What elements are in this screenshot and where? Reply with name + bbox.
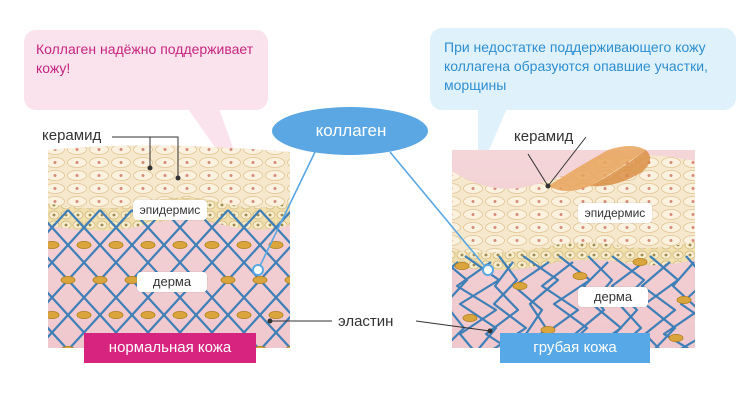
collagen-fiber <box>662 261 695 348</box>
elastin-bead <box>204 240 220 249</box>
elastin-bead <box>268 240 284 249</box>
elastin-bead <box>204 310 220 319</box>
ceramide-label-right: керамид <box>514 128 574 145</box>
elastin-bead <box>172 310 188 319</box>
elastin-bead <box>268 310 284 319</box>
dermis-tag-right: дерма <box>578 287 648 307</box>
elastin-bead <box>454 261 470 270</box>
elastin-bead <box>220 275 236 284</box>
elastin-bead <box>301 311 315 318</box>
elastin-bead <box>668 333 684 342</box>
elastin-label: эластин <box>338 313 394 330</box>
collagen-fiber <box>258 209 290 348</box>
elastin-bead <box>76 310 92 319</box>
elastin-bead <box>13 241 27 248</box>
collagen-fiber <box>640 261 677 348</box>
collagen-fiber <box>4 210 36 350</box>
elastin-bead <box>236 240 252 249</box>
elastin-bead <box>108 240 124 249</box>
epidermis-tag-right: эпидермис <box>578 203 652 223</box>
dermis-tag-left: дерма <box>137 272 207 292</box>
normal-skin-bar: нормальная кожа <box>84 333 256 363</box>
callout-normal-text: Коллаген надёжно поддерживает кожу! <box>36 41 254 76</box>
collagen-fiber <box>292 210 324 350</box>
elastin-bead <box>13 311 27 318</box>
elastin-bead <box>140 310 156 319</box>
elastin-bead <box>172 240 188 249</box>
collagen-label: коллаген <box>315 121 387 140</box>
elastin-bead <box>462 313 478 322</box>
elastin-bead <box>108 310 124 319</box>
elastin-bead <box>301 241 315 248</box>
elastin-bead <box>252 275 268 284</box>
collagen-ellipse <box>272 107 428 155</box>
fold-shape <box>548 146 646 191</box>
collagen-fiber <box>4 210 36 350</box>
elastin-bead <box>252 345 268 348</box>
elastin-bead <box>572 271 588 280</box>
elastin-bead <box>60 345 76 348</box>
fold-shape-2 <box>590 150 651 187</box>
epidermis-tag-left: эпидермис <box>133 200 207 220</box>
elastin-bead <box>317 346 331 353</box>
callout-rough-text: При недостатке поддерживающего кожу колл… <box>444 39 708 93</box>
collagen-fiber <box>484 261 524 348</box>
elastin-bead <box>512 281 528 290</box>
elastin-bead <box>676 295 692 304</box>
collagen-fiber <box>48 209 70 348</box>
elastin-bead <box>317 276 331 283</box>
elastin-bead <box>29 276 43 283</box>
collagen-fiber <box>292 210 324 350</box>
elastin-bead <box>632 257 648 266</box>
elastin-bead <box>48 240 60 249</box>
elastin-bead <box>48 310 60 319</box>
collagen-fiber <box>675 255 695 348</box>
elastin-bead <box>92 275 108 284</box>
elastin-bead <box>284 275 290 284</box>
collagen-fiber <box>455 261 498 348</box>
elastin-bead <box>140 240 156 249</box>
rough-skin-bar: грубая кожа <box>500 333 650 363</box>
elastin-bead <box>236 310 252 319</box>
collagen-fiber <box>452 255 469 348</box>
elastin-bead <box>284 345 290 348</box>
elastin-bead <box>29 346 43 353</box>
normal-skin-block <box>4 145 331 353</box>
ceramide-label-left: керамид <box>42 127 102 144</box>
elastin-bead <box>76 240 92 249</box>
elastin-bead <box>60 275 76 284</box>
